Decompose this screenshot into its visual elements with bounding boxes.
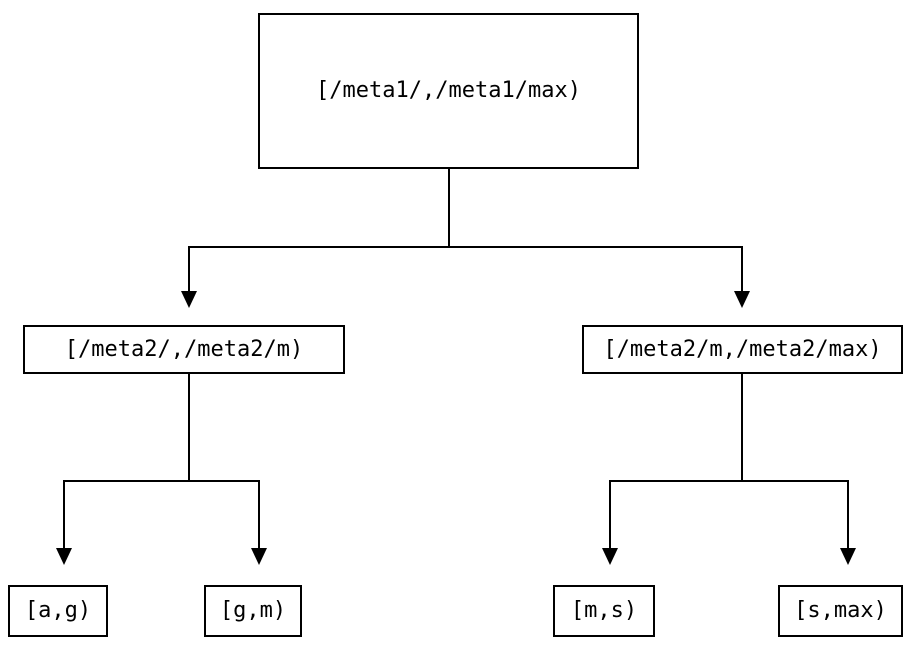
connector-line xyxy=(448,169,450,247)
arrow-down-icon xyxy=(181,291,197,308)
node-leaf-s-max: [s,max) xyxy=(778,585,903,637)
connector-line xyxy=(188,246,743,248)
connector-line xyxy=(258,480,260,548)
arrow-down-icon xyxy=(734,291,750,308)
connector-line xyxy=(741,374,743,482)
connector-line xyxy=(188,246,190,291)
connector-line xyxy=(847,480,849,548)
connector-line xyxy=(63,480,65,548)
node-meta2-left-range: [/meta2/,/meta2/m) xyxy=(23,325,345,374)
arrow-down-icon xyxy=(56,548,72,565)
node-leaf-a-g: [a,g) xyxy=(8,585,108,637)
arrow-down-icon xyxy=(840,548,856,565)
connector-line xyxy=(609,480,611,548)
node-meta2-right-range: [/meta2/m,/meta2/max) xyxy=(582,325,903,374)
node-leaf-m-s: [m,s) xyxy=(553,585,655,637)
connector-line xyxy=(188,374,190,482)
arrow-down-icon xyxy=(602,548,618,565)
node-leaf-g-m: [g,m) xyxy=(204,585,302,637)
node-meta1-range: [/meta1/,/meta1/max) xyxy=(258,13,639,169)
connector-line xyxy=(609,480,849,482)
arrow-down-icon xyxy=(251,548,267,565)
connector-line xyxy=(741,246,743,291)
connector-line xyxy=(63,480,260,482)
